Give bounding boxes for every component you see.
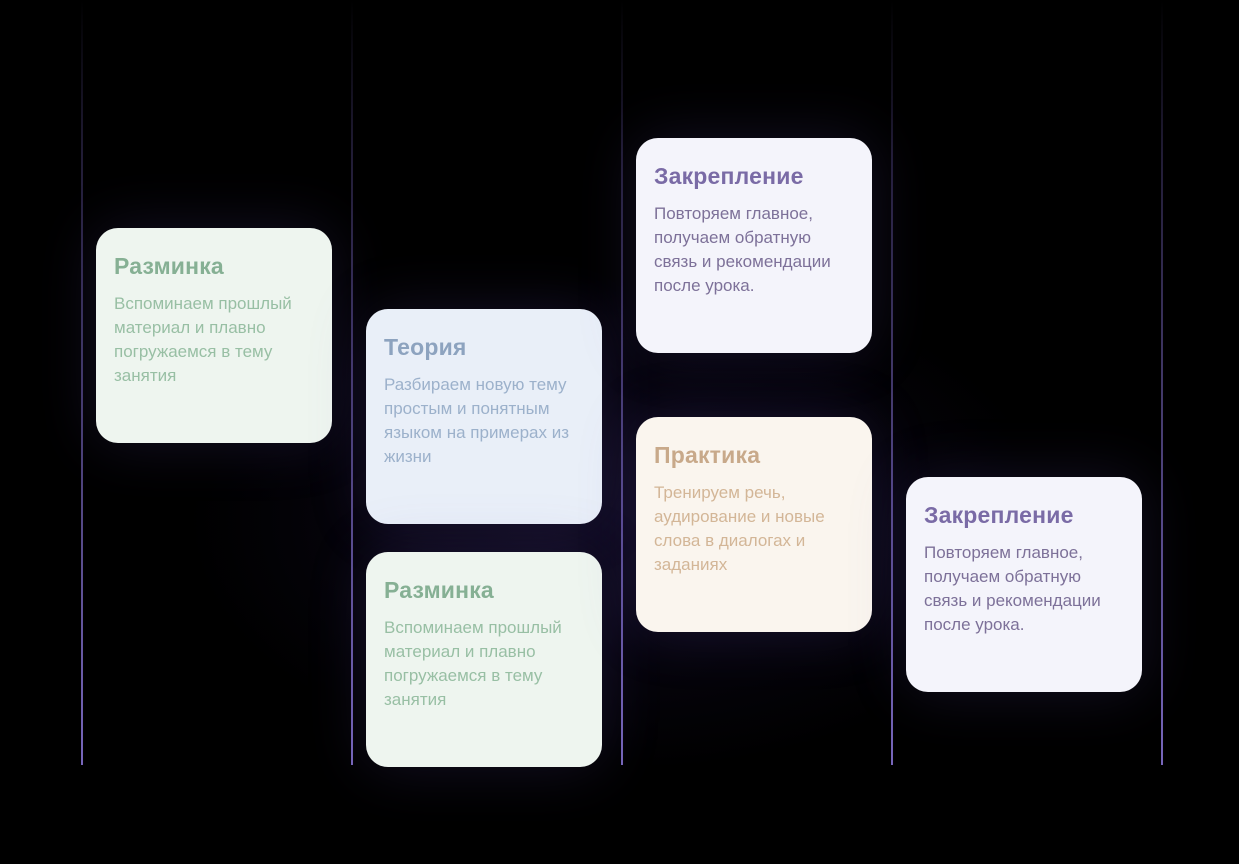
card-description: Тренируем речь, аудирование и новые слов… (654, 483, 825, 574)
column-divider-4 (891, 0, 893, 765)
column-divider-3 (621, 0, 623, 765)
card-reinforcement-2: Закрепление Повторяем главное, получаем … (906, 477, 1142, 692)
card-reinforcement-1: Закрепление Повторяем главное, получаем … (636, 138, 872, 353)
card-description: Повторяем главное, получаем обратную свя… (654, 204, 831, 295)
card-title: Практика (654, 442, 761, 468)
card-title: Разминка (384, 577, 494, 603)
card-title: Закрепление (654, 163, 804, 189)
card-title: Разминка (114, 253, 224, 279)
card-theory: Теория Разбираем новую тему простым и по… (366, 309, 602, 524)
column-divider-5 (1161, 0, 1163, 765)
card-warmup-1: Разминка Вспоминаем прошлый материал и п… (96, 228, 332, 443)
card-warmup-2: Разминка Вспоминаем прошлый материал и п… (366, 552, 602, 767)
card-description: Повторяем главное, получаем обратную свя… (924, 543, 1101, 634)
card-practice: Практика Тренируем речь, аудирование и н… (636, 417, 872, 632)
card-description: Разбираем новую тему простым и понятным … (384, 375, 569, 466)
card-title: Теория (384, 334, 467, 360)
column-divider-1 (81, 0, 83, 765)
card-description: Вспоминаем прошлый материал и плавно пог… (114, 294, 292, 385)
card-description: Вспоминаем прошлый материал и плавно пог… (384, 618, 562, 709)
column-divider-2 (351, 0, 353, 765)
card-title: Закрепление (924, 502, 1074, 528)
